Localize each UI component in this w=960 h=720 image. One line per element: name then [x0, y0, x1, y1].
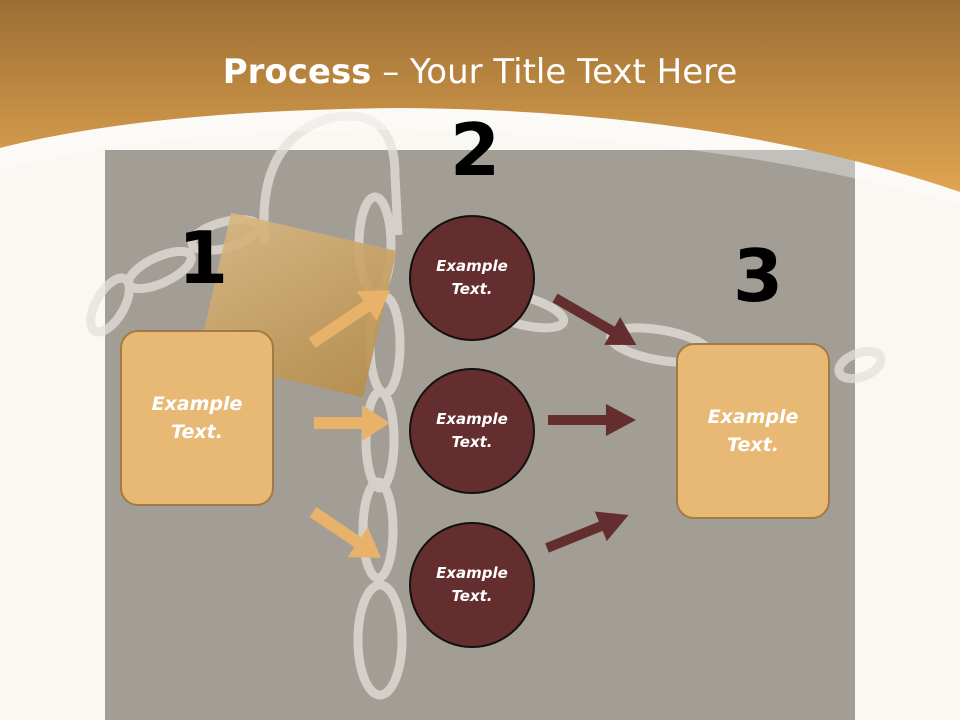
- step-number-1: 1: [178, 216, 229, 300]
- dark-arrows: [545, 293, 637, 553]
- arrow-icon: [314, 405, 390, 441]
- step-1-text: Example Text.: [151, 392, 243, 444]
- arrow-icon: [545, 511, 629, 553]
- arrow-icon: [308, 290, 390, 348]
- step-2-circle-1: Example Text.: [409, 215, 535, 341]
- step-1-box: Example Text.: [120, 330, 274, 506]
- step-number-3: 3: [733, 234, 784, 318]
- header-band: [0, 0, 960, 192]
- circle-3-text: Example Text.: [436, 563, 508, 605]
- step-3-text: Example Text.: [707, 405, 799, 457]
- title-rest: – Your Title Text Here: [371, 52, 738, 92]
- circle-1-text: Example Text.: [436, 256, 508, 298]
- step-3-box: Example Text.: [676, 343, 830, 519]
- step-number-2: 2: [450, 108, 501, 192]
- step-2-circle-3: Example Text.: [409, 522, 535, 648]
- step-2-circle-2: Example Text.: [409, 368, 535, 494]
- title-bold: Process: [222, 52, 372, 92]
- circle-2-text: Example Text.: [436, 409, 508, 451]
- arrow-icon: [552, 293, 637, 345]
- arrow-icon: [309, 507, 381, 558]
- arrow-icon: [548, 404, 636, 436]
- slide-title: Process – Your Title Text Here: [0, 52, 960, 92]
- light-arrows: [308, 290, 390, 558]
